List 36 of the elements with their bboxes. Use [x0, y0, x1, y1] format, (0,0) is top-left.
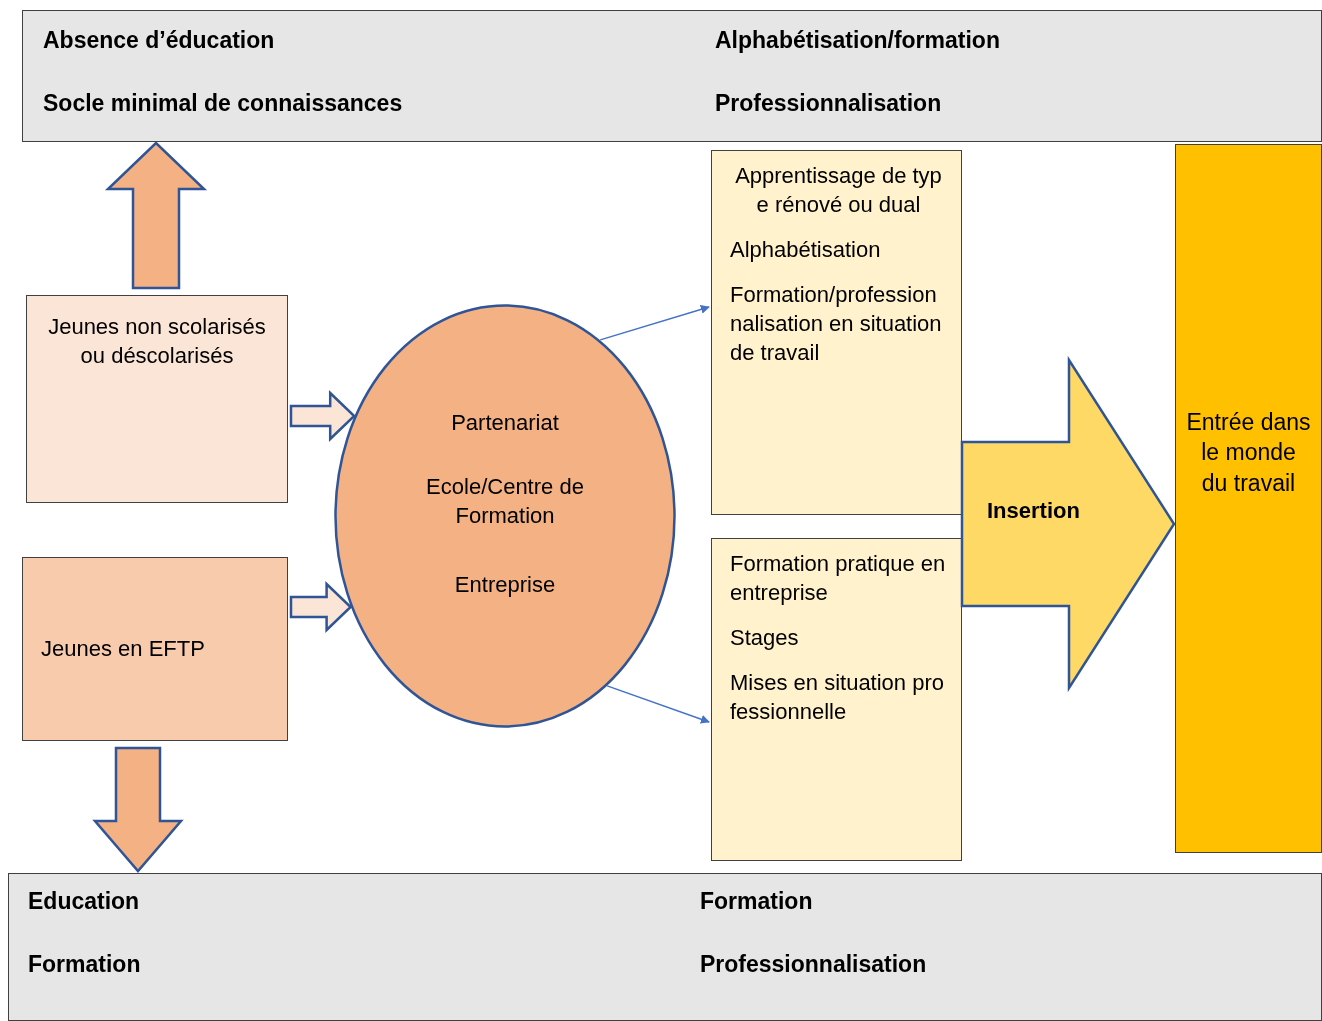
node-label: Entrée dans le monde du travail [1186, 408, 1311, 498]
node-label: Ecole/Centre de Formation [425, 473, 585, 531]
node-label: Jeunes non scolarisés ou déscolarisés [47, 313, 267, 371]
activity-box [711, 150, 962, 515]
node-label: Entreprise [453, 571, 557, 599]
node-label: Partenariat [450, 409, 560, 437]
activity-text: Alphabétisation [730, 236, 882, 265]
block-arrow [289, 390, 356, 442]
band-label: Alphabétisation/formation [715, 26, 1000, 55]
band-label: Professionnalisation [715, 89, 942, 118]
block-arrow-shape [962, 358, 1176, 690]
band-label: Education [28, 887, 140, 916]
band-label: Formation [700, 887, 813, 916]
group-box [22, 557, 288, 741]
band-label: Absence d’éducation [43, 26, 275, 55]
block-arrow [289, 581, 353, 633]
header-band [22, 10, 1322, 142]
activity-text: Mises en situation professionnelle [730, 669, 945, 727]
block-arrow [92, 746, 184, 873]
arrow [606, 685, 710, 724]
activity-box [711, 538, 962, 861]
arrow [599, 305, 710, 341]
band-label: Formation [28, 950, 141, 979]
activity-text: Apprentissage de type rénové ou dual [734, 162, 943, 220]
partnership-ellipse [334, 304, 676, 728]
activity-text: Formation pratique en entreprise [730, 550, 947, 608]
band-label: Professionnalisation [700, 950, 927, 979]
activity-text: Formation/professionnalisation en situation de travail [730, 281, 943, 368]
arrow-label: Insertion [987, 497, 1080, 525]
group-box [26, 295, 288, 503]
band-label: Socle minimal de connaissances [43, 89, 403, 118]
activity-text: Stages [730, 624, 800, 653]
outcome-column [1175, 144, 1322, 853]
block-arrow [104, 141, 208, 290]
footer-band [8, 873, 1322, 1021]
node-label: Jeunes en EFTP [41, 635, 206, 663]
